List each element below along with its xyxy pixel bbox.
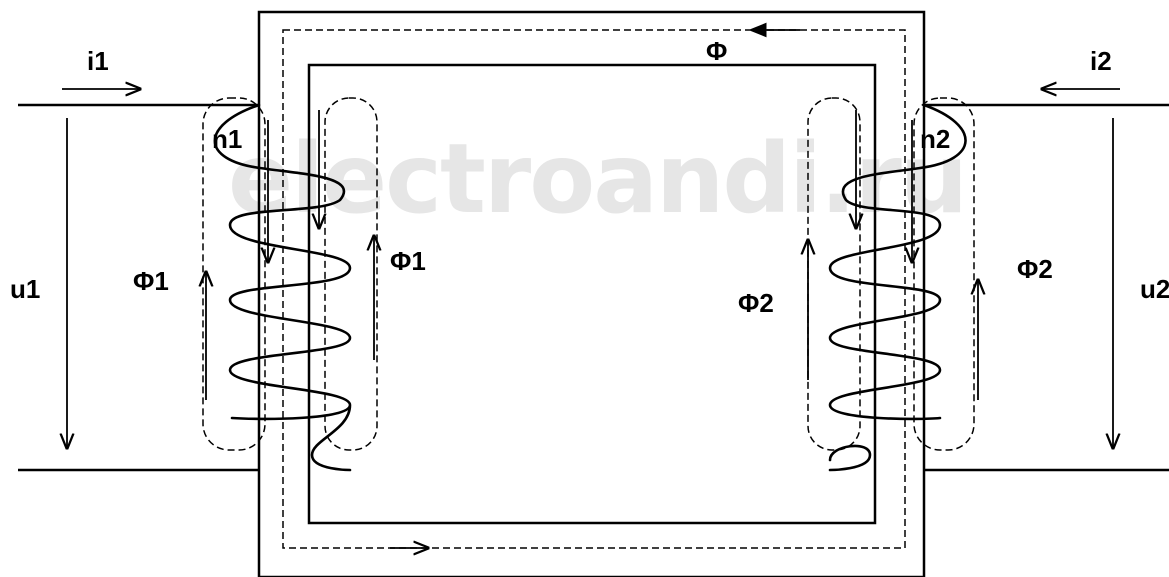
label-n1: n1 (212, 124, 242, 154)
leakage-flux-loop-secondary-outer (913, 97, 975, 451)
main-flux-path (282, 29, 906, 549)
label-i1: i1 (87, 46, 109, 76)
secondary-winding-coil (828, 103, 967, 472)
label-u2: u2 (1140, 274, 1169, 304)
label-i2: i2 (1090, 46, 1112, 76)
watermark-text: electroandi.ru (228, 123, 966, 235)
label-phi1-right: Φ1 (390, 246, 426, 276)
leakage-flux-loop-primary-outer (202, 97, 266, 451)
primary-winding-coil (213, 103, 352, 472)
leakage-flux-loop-primary-inner (324, 97, 378, 451)
label-phi2-right: Φ2 (1017, 254, 1053, 284)
label-u1: u1 (10, 274, 40, 304)
label-phi1-left: Φ1 (133, 266, 169, 296)
label-n2: n2 (920, 124, 950, 154)
label-main-flux: Φ (706, 36, 727, 66)
label-phi2-left: Φ2 (738, 288, 774, 318)
core-outer-outline (257, 10, 926, 577)
core-inner-outline (307, 63, 877, 525)
